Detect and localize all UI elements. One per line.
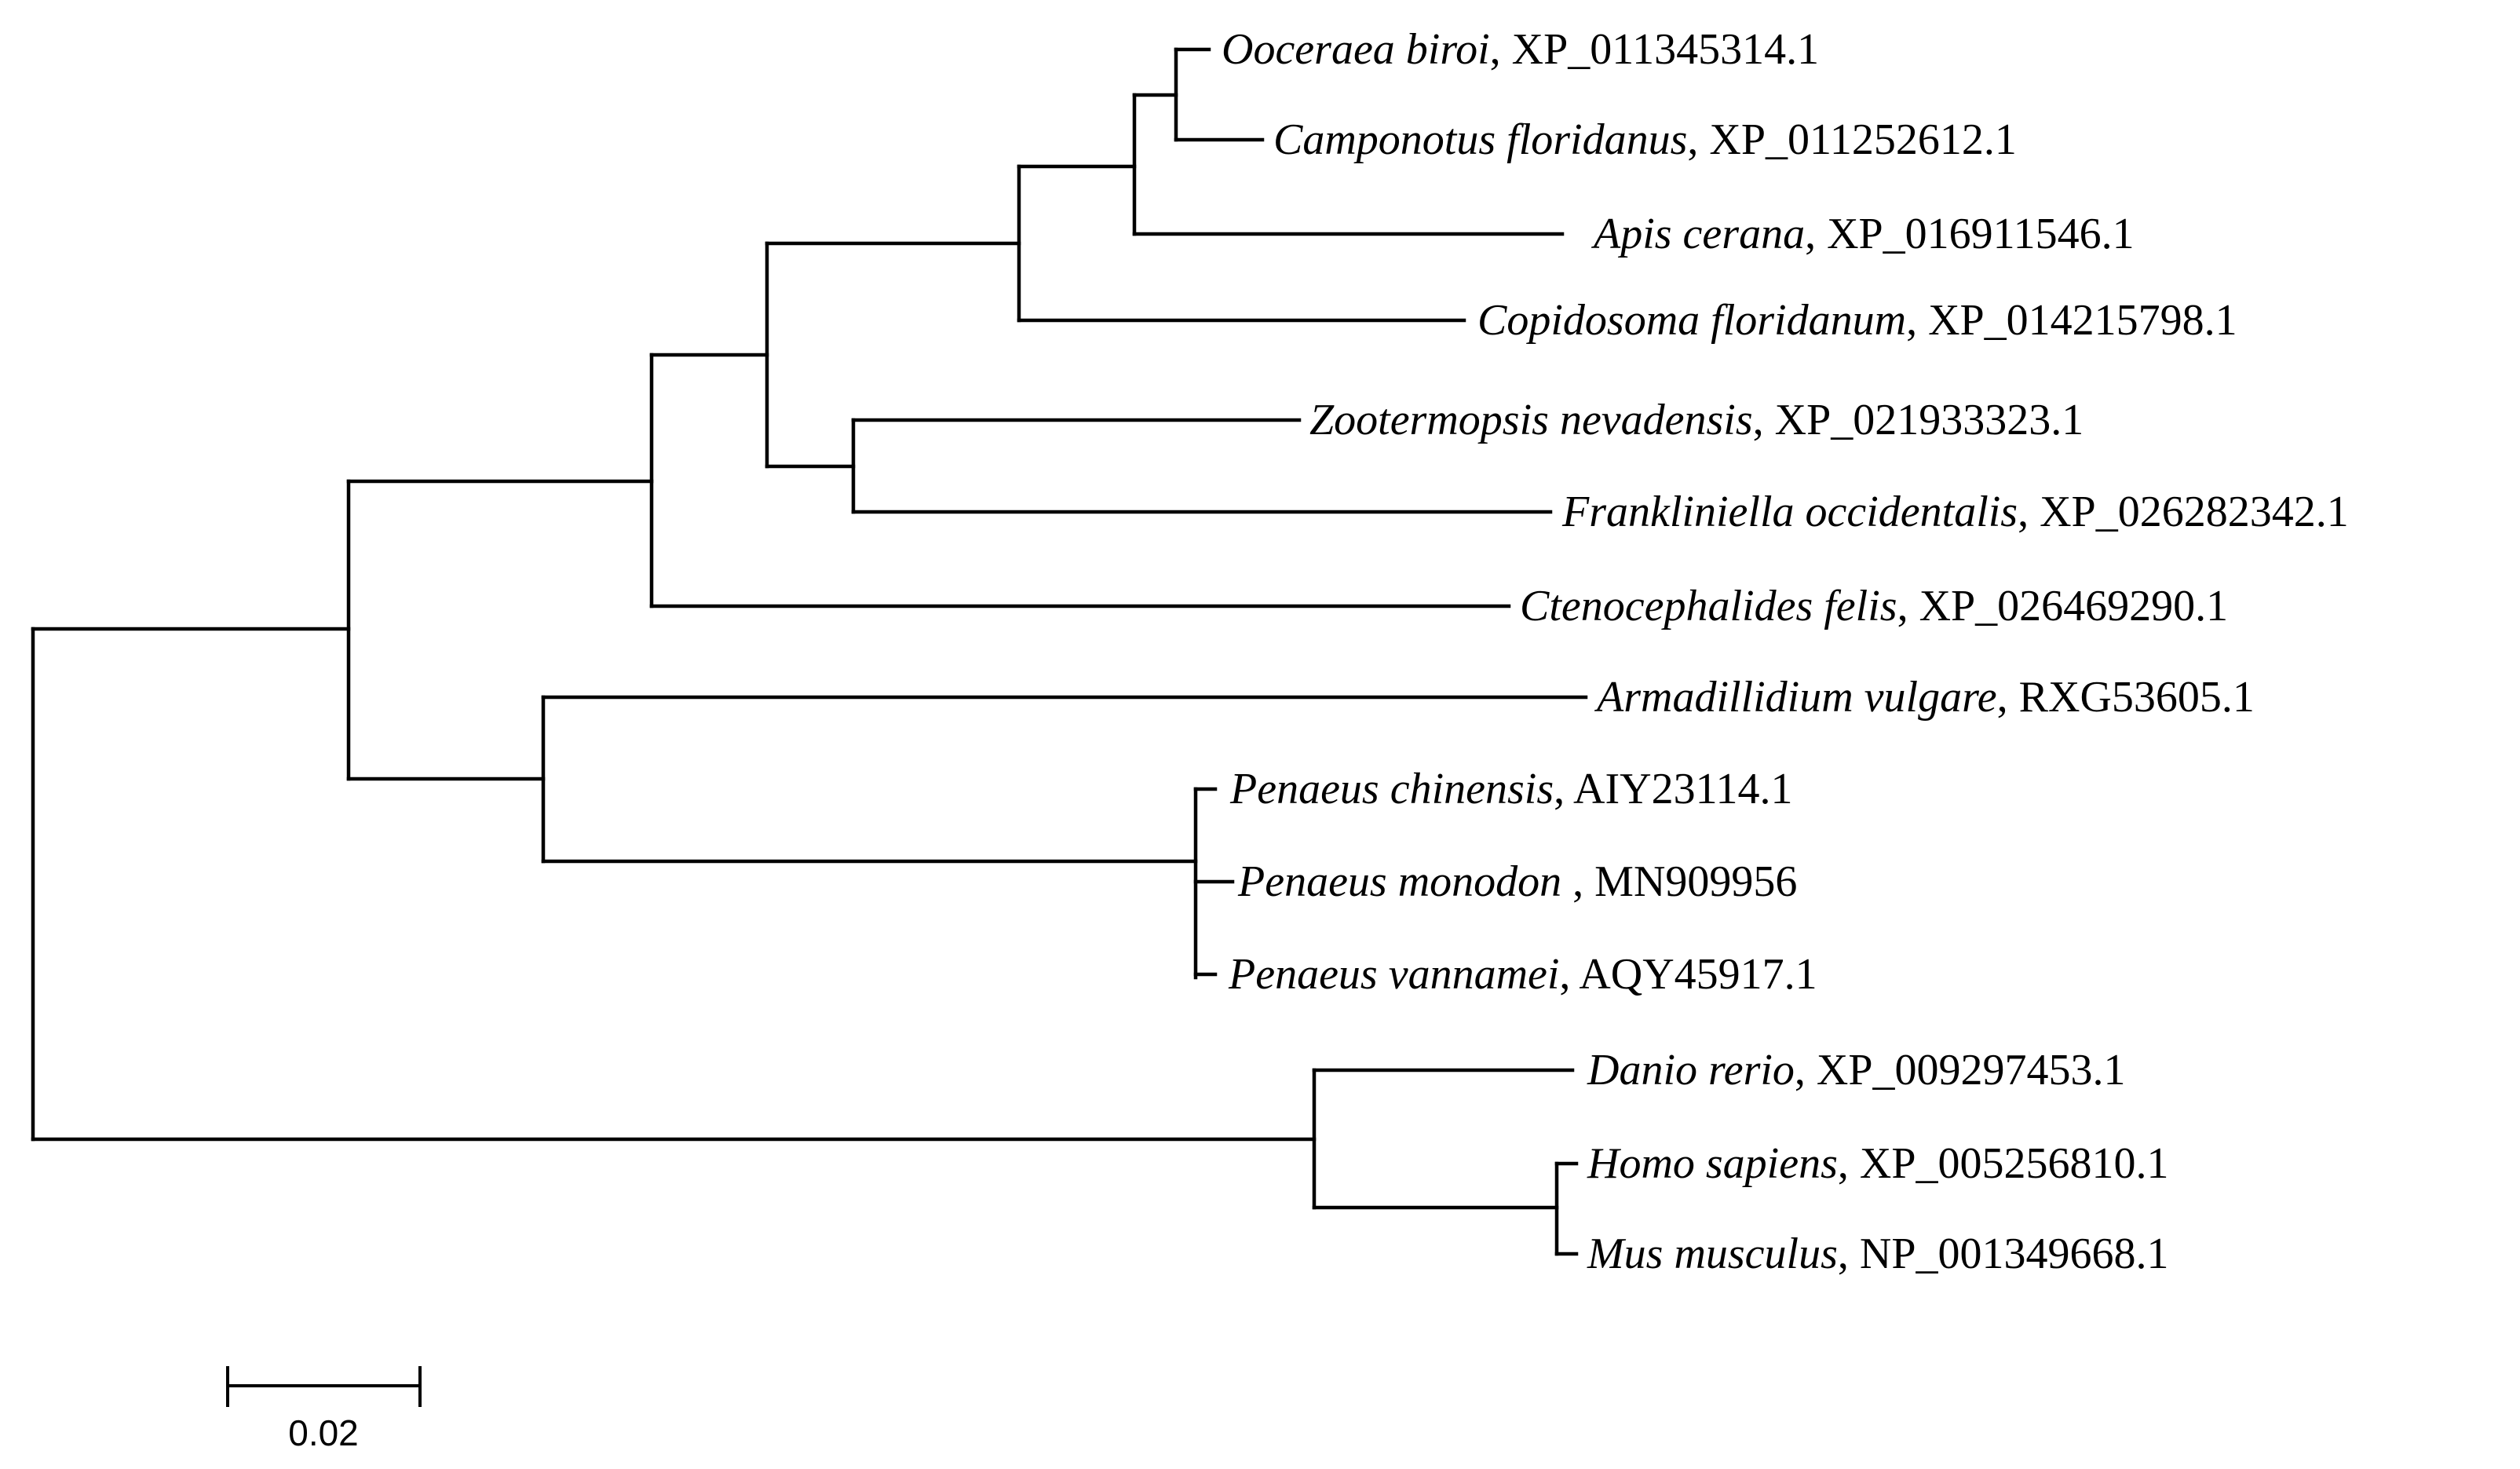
taxon-species-name: Zootermopsis nevadensis — [1309, 396, 1753, 444]
taxon-accession: XP_014215798.1 — [1928, 296, 2237, 345]
taxon-separator: , — [1687, 115, 1710, 164]
taxon-accession: AQY45917.1 — [1579, 950, 1817, 999]
taxon-separator: , — [1554, 765, 1574, 813]
taxon-label: Camponotus floridanus, XP_011252612.1 — [1273, 118, 2017, 162]
taxon-label: Copidosoma floridanum, XP_014215798.1 — [1477, 298, 2237, 342]
taxon-species-name: Armadillidium vulgare — [1597, 673, 1997, 722]
taxon-label: Penaeus chinensis, AIY23114.1 — [1230, 767, 1793, 811]
scale-bar-label: 0.02 — [288, 1412, 359, 1453]
taxon-separator: , — [1837, 1139, 1860, 1188]
taxon-accession: XP_009297453.1 — [1816, 1046, 2126, 1094]
taxon-accession: RXG53605.1 — [2018, 673, 2255, 722]
taxon-separator: , — [1837, 1230, 1860, 1278]
taxon-label: Mus musculus, NP_001349668.1 — [1587, 1232, 2168, 1276]
taxon-accession: XP_016911546.1 — [1827, 210, 2135, 258]
taxon-separator: , — [1906, 296, 1929, 345]
taxon-species-name: Penaeus vannamei — [1229, 950, 1560, 999]
taxon-accession: XP_011252612.1 — [1709, 115, 2017, 164]
taxon-label: Zootermopsis nevadensis, XP_021933323.1 — [1309, 398, 2084, 442]
taxon-separator: , — [1794, 1046, 1817, 1094]
taxon-species-name: Camponotus floridanus — [1273, 115, 1688, 164]
taxon-label: Ctenocephalides felis, XP_026469290.1 — [1520, 584, 2228, 628]
taxon-separator: , — [2018, 488, 2040, 536]
taxon-label: Penaeus vannamei, AQY45917.1 — [1229, 952, 1817, 996]
taxon-separator: , — [1805, 210, 1828, 258]
taxon-species-name: Ooceraea biroi — [1222, 25, 1490, 74]
taxon-accession: AIY23114.1 — [1573, 765, 1793, 813]
taxon-species-name: Copidosoma floridanum — [1477, 296, 1907, 345]
taxon-species-name: Penaeus chinensis — [1230, 765, 1554, 813]
taxon-species-name: Homo sapiens — [1587, 1139, 1838, 1188]
taxon-separator: , — [1489, 25, 1512, 74]
taxon-separator: , — [1752, 396, 1775, 444]
taxon-separator: , — [1561, 857, 1595, 906]
taxon-separator: , — [1559, 950, 1580, 999]
taxon-separator: , — [1897, 582, 1919, 630]
taxon-label: Frankliniella occidentalis, XP_026282342… — [1562, 490, 2349, 534]
taxon-species-name: Frankliniella occidentalis — [1562, 488, 2018, 536]
taxon-accession: XP_005256810.1 — [1859, 1139, 2169, 1188]
taxon-separator: , — [1996, 673, 2019, 722]
taxon-accession: XP_026282342.1 — [2040, 488, 2349, 536]
taxon-species-name: Danio rerio — [1587, 1046, 1795, 1094]
taxon-label: Homo sapiens, XP_005256810.1 — [1587, 1142, 2168, 1186]
taxon-label: Penaeus monodon , MN909956 — [1238, 860, 1797, 904]
taxon-accession: XP_026469290.1 — [1919, 582, 2229, 630]
taxon-label: Armadillidium vulgare, RXG53605.1 — [1597, 675, 2255, 719]
taxon-species-name: Ctenocephalides felis — [1520, 582, 1897, 630]
taxon-species-name: Mus musculus — [1587, 1230, 1838, 1278]
taxon-label: Ooceraea biroi, XP_011345314.1 — [1222, 27, 1819, 71]
taxon-accession: NP_001349668.1 — [1859, 1230, 2169, 1278]
taxon-species-name: Apis cerana — [1594, 210, 1806, 258]
taxon-label: Danio rerio, XP_009297453.1 — [1587, 1048, 2126, 1092]
taxon-accession: XP_011345314.1 — [1511, 25, 1820, 74]
taxon-accession: MN909956 — [1594, 857, 1798, 906]
taxon-accession: XP_021933323.1 — [1774, 396, 2084, 444]
taxon-label: Apis cerana, XP_016911546.1 — [1594, 212, 2135, 256]
taxon-species-name: Penaeus monodon — [1238, 857, 1562, 906]
